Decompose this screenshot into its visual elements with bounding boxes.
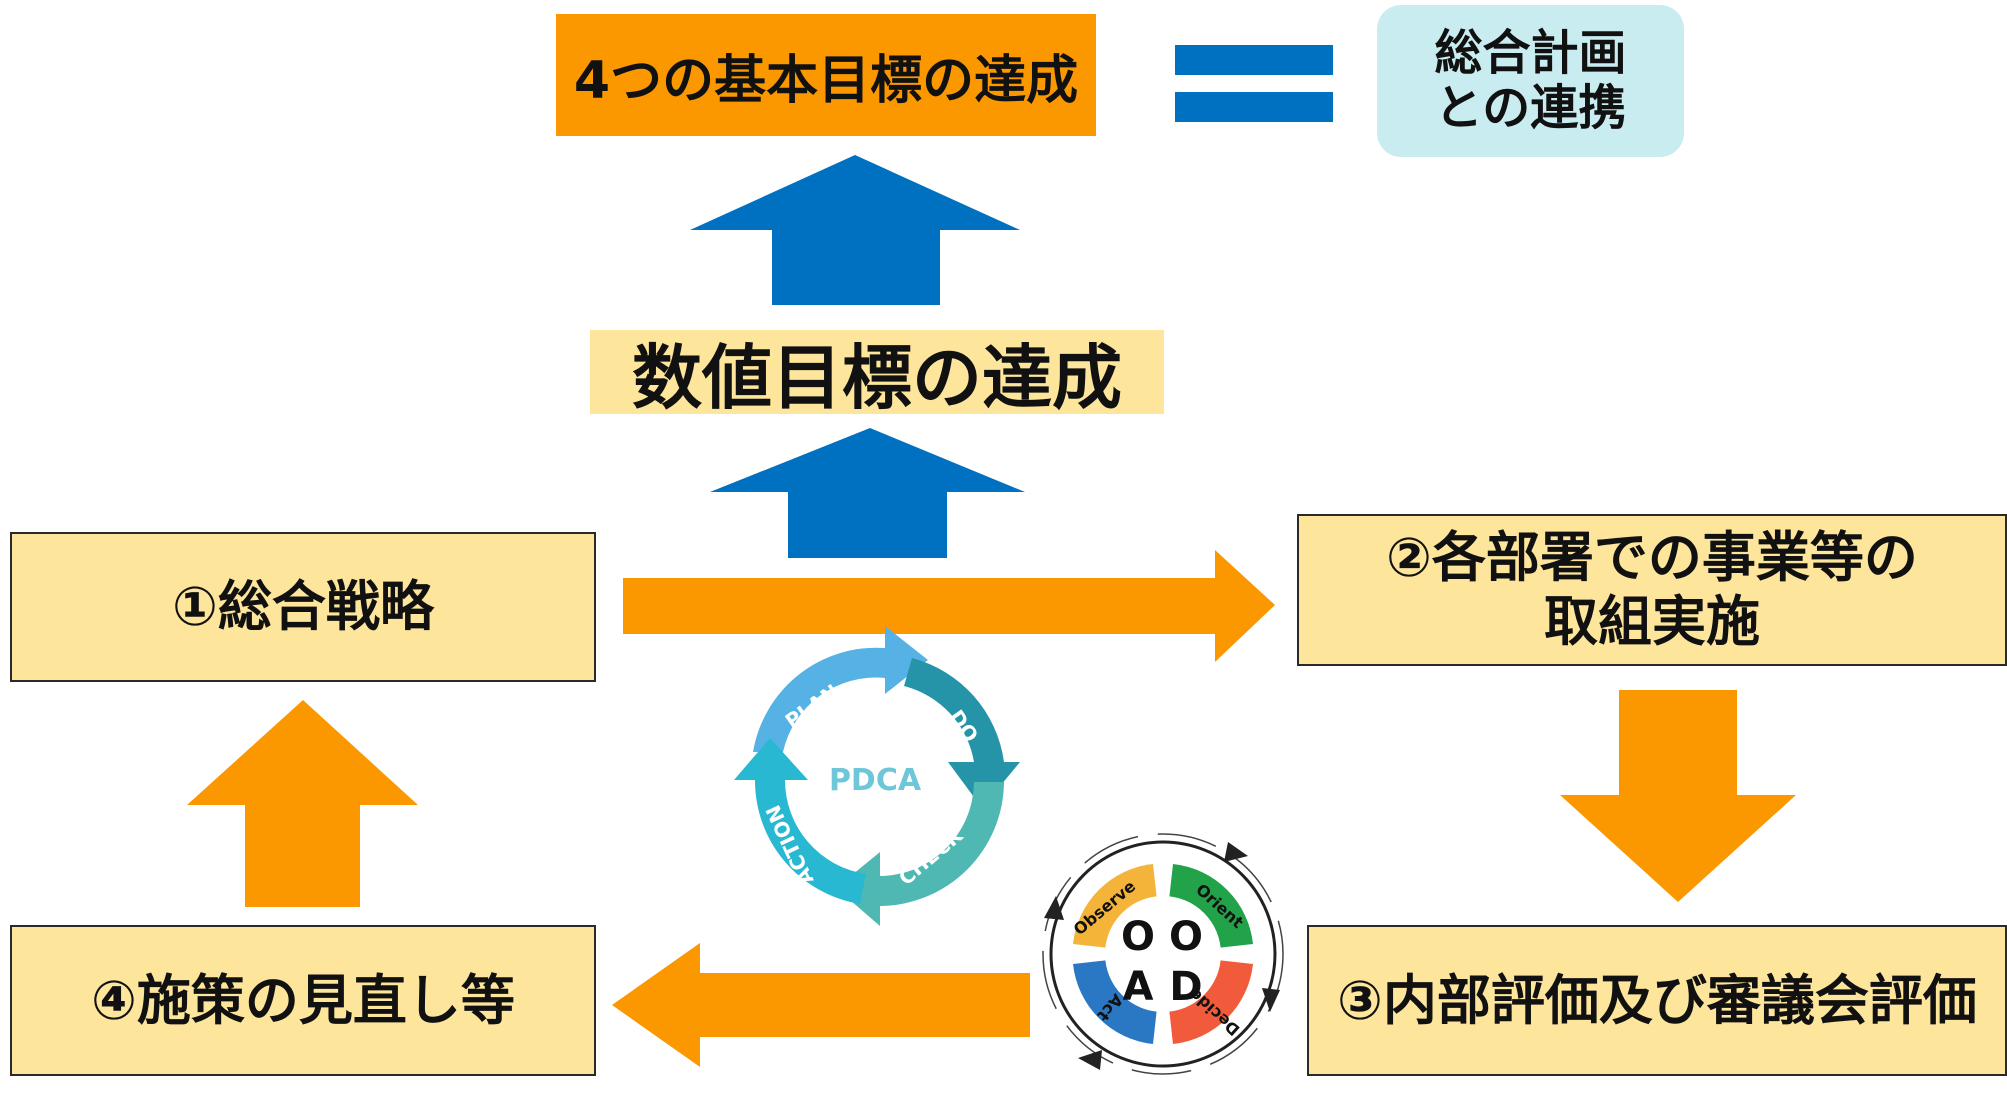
pdca-action-arc bbox=[734, 738, 866, 904]
goal-box: 4つの基本目標の達成 bbox=[556, 14, 1096, 136]
ooda-letter-a: A bbox=[1123, 964, 1154, 1010]
pdca-cycle-icon: PDCA PLAN DO CHECK ACTION bbox=[734, 626, 1020, 926]
ooda-ring-arrowhead-top bbox=[1224, 842, 1248, 862]
step-strategy-box: ①総合戦略 bbox=[10, 532, 596, 682]
pdca-center-label: PDCA bbox=[829, 763, 922, 798]
pdca-check-arc bbox=[836, 782, 1004, 926]
plan-link-box: 総合計画 との連携 bbox=[1377, 5, 1684, 157]
numeric-goal-box: 数値目標の達成 bbox=[590, 330, 1164, 419]
numeric-goal-text: 数値目標の達成 bbox=[632, 336, 1122, 419]
step-evaluation-text: ③内部評価及び審議会評価 bbox=[1337, 968, 1977, 1032]
ooda-loop-icon: O O A D Observe Orient Decide Act bbox=[1042, 833, 1284, 1075]
blue-up-arrow-middle bbox=[710, 428, 1025, 558]
ooda-letter-d: D bbox=[1169, 964, 1202, 1010]
step-implementation-box: ②各部署での事業等の 取組実施 bbox=[1297, 514, 2007, 666]
orange-down-arrow bbox=[1560, 690, 1796, 902]
orange-up-arrow bbox=[187, 700, 418, 907]
ooda-ring-arrowhead-bottom bbox=[1078, 1050, 1102, 1070]
ooda-ring-arrowhead-right bbox=[1262, 988, 1280, 1012]
pdca-plan-arc bbox=[753, 626, 928, 752]
ooda-outer-ring-2 bbox=[1042, 833, 1284, 1075]
ooda-ring-arrowhead-left bbox=[1044, 896, 1064, 920]
ooda-center bbox=[1105, 896, 1221, 1012]
pdca-do-arc bbox=[904, 658, 1020, 808]
orange-right-arrow bbox=[623, 550, 1275, 662]
step-strategy-text: ①総合戦略 bbox=[172, 575, 434, 639]
plan-link-text: 総合計画 との連携 bbox=[1434, 24, 1627, 136]
step-review-box: ④施策の見直し等 bbox=[10, 925, 596, 1076]
ooda-letter-o1: O bbox=[1121, 914, 1155, 960]
ooda-outer-ring bbox=[1049, 840, 1277, 1068]
ooda-letter-o2: O bbox=[1169, 914, 1203, 960]
step-implementation-text: ②各部署での事業等の 取組実施 bbox=[1386, 526, 1918, 653]
step-evaluation-box: ③内部評価及び審議会評価 bbox=[1307, 925, 2007, 1076]
equals-sign bbox=[1175, 45, 1333, 122]
orange-left-arrow bbox=[612, 943, 1030, 1067]
goal-text: 4つの基本目標の達成 bbox=[573, 50, 1079, 111]
step-review-text: ④施策の見直し等 bbox=[91, 968, 515, 1032]
blue-up-arrow-top bbox=[690, 155, 1020, 305]
